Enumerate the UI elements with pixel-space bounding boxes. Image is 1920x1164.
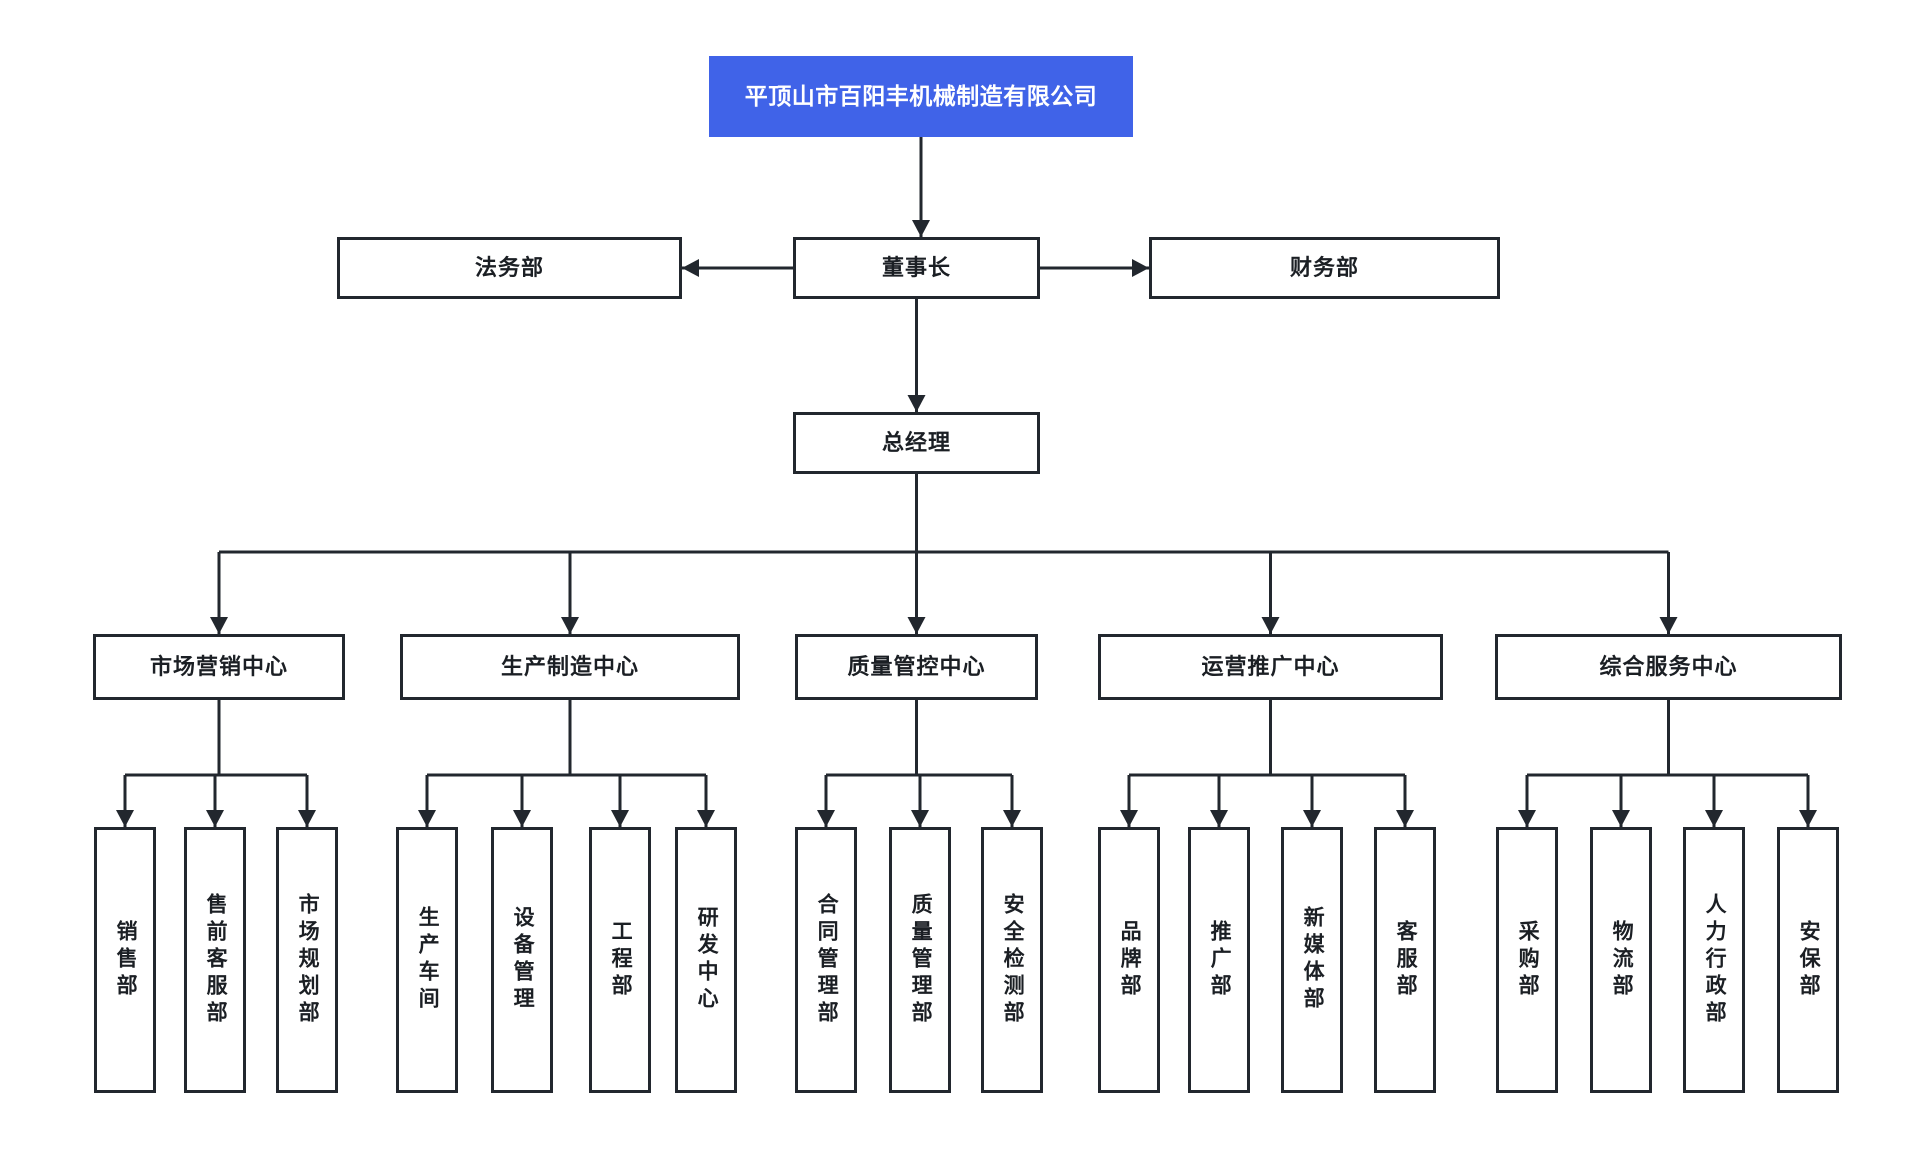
node-department[interactable]: 新媒体部	[1281, 827, 1343, 1093]
node-label: 市场营销中心	[149, 654, 288, 680]
node-label: 售前客服部	[204, 892, 228, 1028]
node-label: 董事长	[881, 255, 951, 281]
arrowheads	[116, 220, 1817, 827]
node-label: 质量管控中心	[847, 654, 986, 680]
node-center-2[interactable]: 生产制造中心	[400, 634, 740, 700]
node-department[interactable]: 品牌部	[1098, 827, 1160, 1093]
node-label: 推广部	[1208, 919, 1232, 1001]
node-label: 平顶山市百阳丰机械制造有限公司	[744, 83, 1098, 110]
node-department[interactable]: 质量管理部	[889, 827, 951, 1093]
node-label: 客服部	[1394, 919, 1418, 1001]
node-department[interactable]: 售前客服部	[184, 827, 246, 1093]
node-center-1[interactable]: 市场营销中心	[93, 634, 345, 700]
node-department[interactable]: 合同管理部	[795, 827, 857, 1093]
node-center-3[interactable]: 质量管控中心	[795, 634, 1038, 700]
node-label: 安全检测部	[1001, 892, 1025, 1028]
node-label: 工程部	[609, 919, 633, 1001]
node-label: 人力行政部	[1703, 892, 1727, 1028]
node-label: 法务部	[474, 255, 544, 281]
node-label: 运营推广中心	[1201, 654, 1340, 680]
node-department[interactable]: 物流部	[1590, 827, 1652, 1093]
node-legal-department[interactable]: 法务部	[337, 237, 682, 299]
node-label: 生产车间	[416, 906, 440, 1014]
node-label: 综合服务中心	[1599, 654, 1738, 680]
node-label: 销售部	[114, 919, 138, 1001]
node-label: 新媒体部	[1301, 906, 1325, 1014]
node-center-4[interactable]: 运营推广中心	[1098, 634, 1443, 700]
node-label: 市场规划部	[296, 892, 320, 1028]
node-label: 研发中心	[695, 906, 719, 1014]
node-label: 设备管理	[511, 906, 535, 1014]
node-center-5[interactable]: 综合服务中心	[1495, 634, 1842, 700]
node-department[interactable]: 安全检测部	[981, 827, 1043, 1093]
node-label: 质量管理部	[909, 892, 933, 1028]
node-label: 财务部	[1289, 255, 1359, 281]
node-department[interactable]: 安保部	[1777, 827, 1839, 1093]
node-label: 总经理	[881, 430, 951, 456]
node-department[interactable]: 推广部	[1188, 827, 1250, 1093]
node-department[interactable]: 销售部	[94, 827, 156, 1093]
node-label: 采购部	[1516, 919, 1540, 1001]
node-department[interactable]: 客服部	[1374, 827, 1436, 1093]
node-finance-department[interactable]: 财务部	[1149, 237, 1500, 299]
node-department[interactable]: 人力行政部	[1683, 827, 1745, 1093]
node-label: 品牌部	[1118, 919, 1142, 1001]
node-label: 安保部	[1797, 919, 1821, 1001]
node-department[interactable]: 采购部	[1496, 827, 1558, 1093]
node-label: 生产制造中心	[500, 654, 639, 680]
node-department[interactable]: 市场规划部	[276, 827, 338, 1093]
node-department[interactable]: 设备管理	[491, 827, 553, 1093]
node-general-manager[interactable]: 总经理	[793, 412, 1040, 474]
node-department[interactable]: 工程部	[589, 827, 651, 1093]
node-company-root[interactable]: 平顶山市百阳丰机械制造有限公司	[709, 56, 1133, 137]
node-department[interactable]: 生产车间	[396, 827, 458, 1093]
node-department[interactable]: 研发中心	[675, 827, 737, 1093]
node-chairman[interactable]: 董事长	[793, 237, 1040, 299]
node-label: 物流部	[1610, 919, 1634, 1001]
node-label: 合同管理部	[815, 892, 839, 1028]
